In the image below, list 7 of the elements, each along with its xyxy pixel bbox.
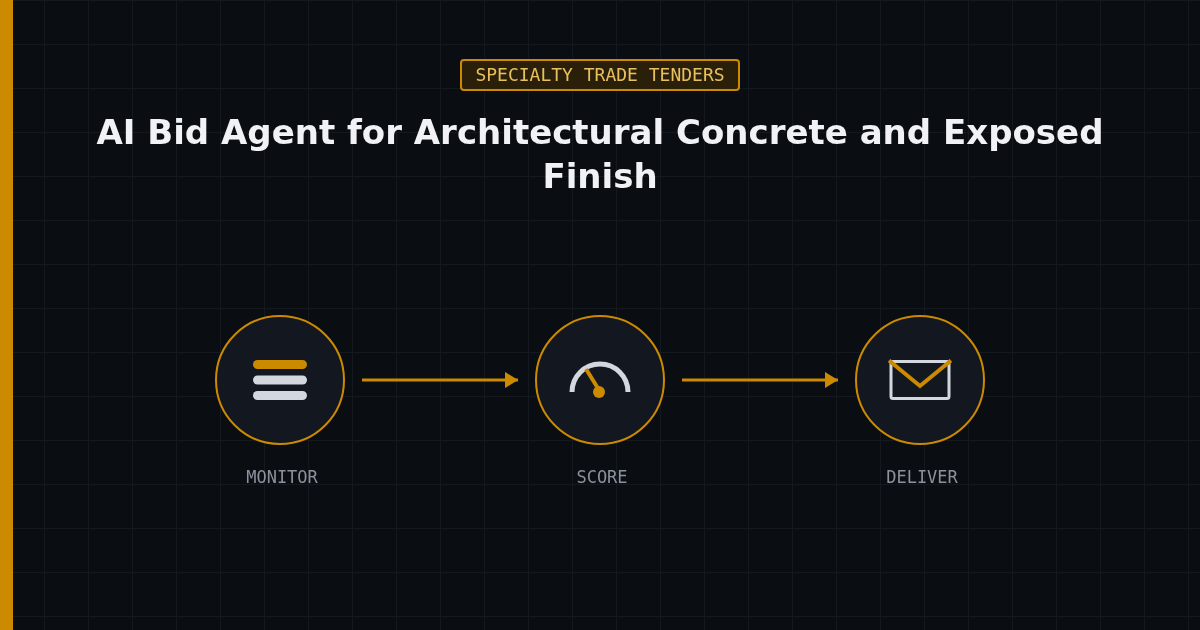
category-badge: SPECIALTY TRADE TENDERS — [460, 59, 740, 91]
arrow — [362, 372, 518, 388]
step-label: DELIVER — [885, 467, 959, 487]
arrow — [682, 372, 838, 388]
step-label: SCORE — [575, 467, 629, 487]
step-label: MONITOR — [245, 467, 319, 487]
title: AI Bid Agent for Architectural Concrete and Exposed Finish — [95, 111, 1105, 198]
